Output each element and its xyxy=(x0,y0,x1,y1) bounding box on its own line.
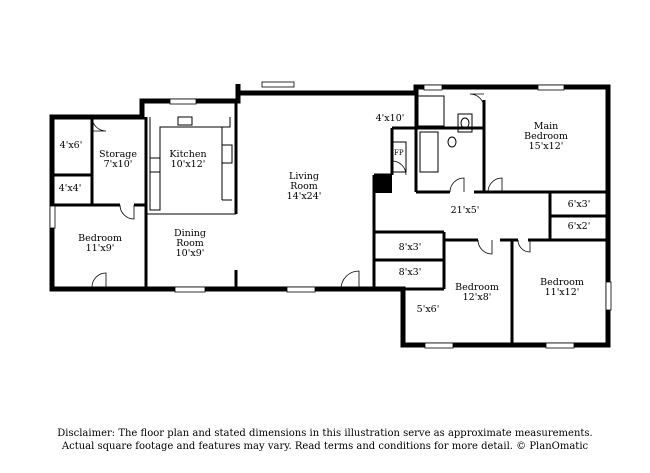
main-bedroom-name-2: Bedroom xyxy=(524,131,568,142)
doors xyxy=(91,93,531,290)
closet-6x2-label: 6'x2' xyxy=(567,221,591,232)
fireplace-label: FP xyxy=(394,149,404,157)
kitchen-counters xyxy=(149,116,233,211)
main-bedroom-label: Main Bedroom 15'x12' xyxy=(524,122,568,152)
bedroom-mid-label: Bedroom 12'x8' xyxy=(455,283,499,303)
dining-room-label: Dining Room 10'x9' xyxy=(174,229,206,259)
dining-name-2: Room xyxy=(176,238,204,249)
closet-6x3-label: 6'x3' xyxy=(567,199,591,210)
main-bedroom-name-1: Main xyxy=(533,121,559,132)
bedroom-left-name: Bedroom xyxy=(78,233,122,244)
disclaimer: Disclaimer: The floor plan and stated di… xyxy=(0,427,650,453)
bedroom-mid-name: Bedroom xyxy=(455,282,499,293)
dining-dims: 10'x9' xyxy=(175,248,205,259)
storage-room-label: Storage 7'x10' xyxy=(99,150,137,170)
closet-8x3-a-label: 8'x3' xyxy=(398,242,422,253)
storage-name: Storage xyxy=(99,149,137,160)
bedroom-right-dims: 11'x12' xyxy=(544,287,580,298)
closet-top-label: 4'x10' xyxy=(375,113,405,124)
living-room-label: Living Room 14'x24' xyxy=(287,172,322,202)
exterior-walls xyxy=(49,84,611,348)
fireplace-hearth xyxy=(374,175,392,193)
kitchen-label: Kitchen 10'x12' xyxy=(169,150,206,170)
living-dims: 14'x24' xyxy=(286,191,322,202)
bedroom-left-dims: 11'x9' xyxy=(85,243,115,254)
storage-closet-label: 4'x6' xyxy=(59,140,83,151)
living-name-2: Room xyxy=(290,181,318,192)
hallway-label: 21'x5' xyxy=(450,205,480,216)
fireplace-box xyxy=(391,141,407,173)
bedroom-mid-dims: 12'x8' xyxy=(462,292,492,303)
bedroom-right-label: Bedroom 11'x12' xyxy=(540,278,584,298)
closet-8x3-b-label: 8'x3' xyxy=(398,267,422,278)
disclaimer-line-2: Actual square footage and features may v… xyxy=(61,441,589,452)
living-name-1: Living xyxy=(289,171,319,182)
bedroom-right-name: Bedroom xyxy=(540,277,584,288)
windows xyxy=(49,81,612,349)
interior-walls xyxy=(52,93,608,345)
kitchen-name: Kitchen xyxy=(169,149,207,160)
bath-label: 5'x6' xyxy=(416,304,440,315)
main-bedroom-dims: 15'x12' xyxy=(528,141,564,152)
small-closet-label: 4'x4' xyxy=(58,183,82,194)
bath-fixtures xyxy=(417,95,473,173)
bedroom-left-label: Bedroom 11'x9' xyxy=(78,234,122,254)
dining-name-1: Dining xyxy=(173,228,207,239)
disclaimer-line-1: Disclaimer: The floor plan and stated di… xyxy=(57,428,593,439)
storage-dims: 7'x10' xyxy=(103,159,133,170)
kitchen-dims: 10'x12' xyxy=(170,159,206,170)
